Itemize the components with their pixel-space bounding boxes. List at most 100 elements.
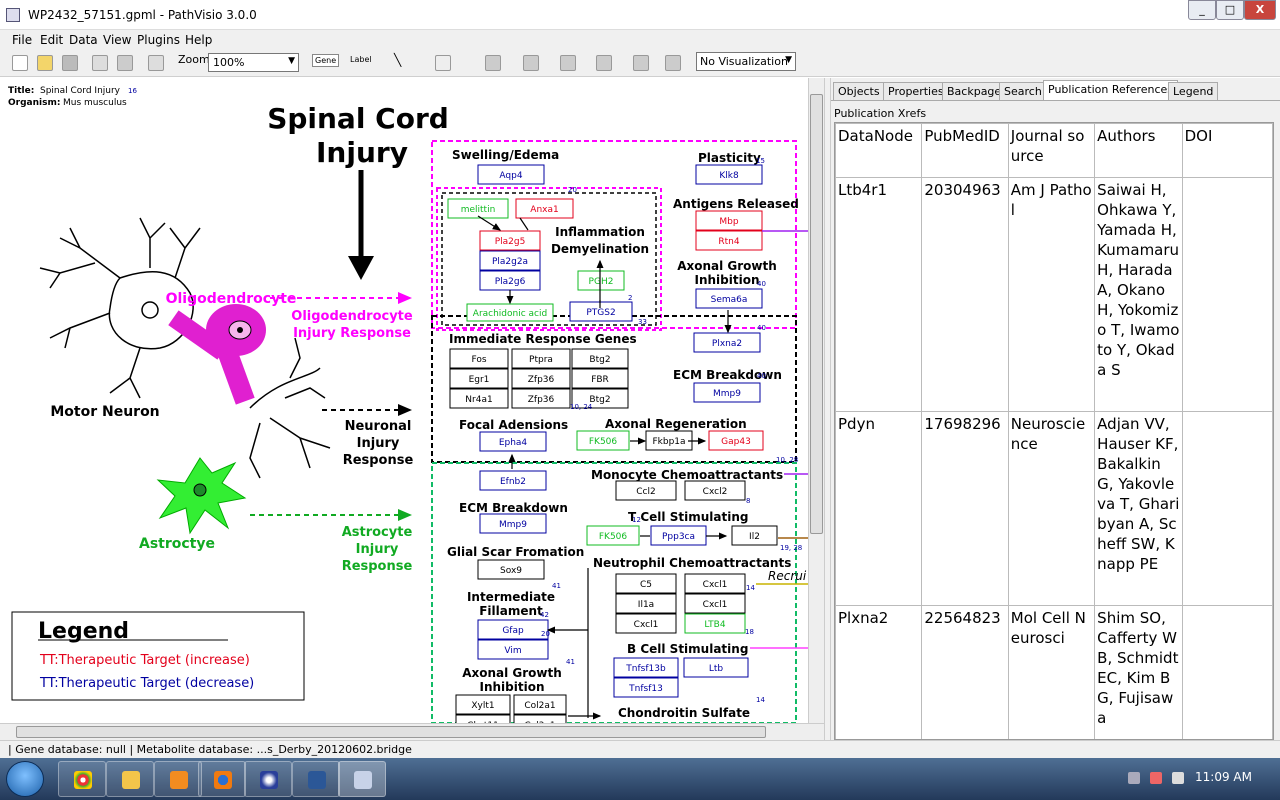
taskbar-media-player[interactable] — [154, 761, 202, 797]
menu-plugins[interactable]: Plugins — [137, 33, 180, 47]
canvas-horizontal-scrollbar[interactable] — [0, 723, 824, 740]
gene-node-fbr[interactable]: FBR — [571, 368, 629, 389]
line-icon[interactable]: ╲ — [394, 53, 402, 67]
undo-icon[interactable] — [148, 55, 164, 71]
align-center-icon[interactable] — [485, 55, 501, 71]
table-row[interactable]: Ltb4r1 20304963 Am J Pathol Saiwai H, Oh… — [835, 177, 1273, 412]
gene-node-btg2a[interactable]: Btg2 — [571, 348, 629, 369]
tab-properties[interactable]: Properties — [883, 82, 949, 100]
column-header-doi[interactable]: DOI — [1181, 123, 1273, 178]
pathway-canvas[interactable]: Title: Spinal Cord Injury 16 Organism: M… — [0, 78, 808, 723]
gene-node-ptgs2[interactable]: PTGS2 — [569, 301, 633, 322]
pane-splitter[interactable] — [824, 78, 831, 740]
gene-node-sox9[interactable]: Sox9 — [477, 559, 545, 580]
gene-node-pla2g6[interactable]: Pla2g6 — [479, 270, 541, 291]
gene-node-mmp9a[interactable]: Mmp9 — [693, 382, 761, 403]
gene-node-arachidonic[interactable]: Arachidonic acid — [466, 303, 554, 322]
gene-icon[interactable]: Gene — [312, 54, 340, 67]
align-middle-icon[interactable] — [523, 55, 539, 71]
gene-node-vim[interactable]: Vim — [477, 639, 549, 660]
table-row[interactable]: Plxna2 22564823 Mol Cell Neurosci Shim S… — [835, 605, 1273, 739]
zoom-select[interactable]: 100%▼ — [208, 53, 299, 72]
start-button[interactable] — [6, 761, 44, 797]
gene-node-cxcl1a[interactable]: Cxcl1 — [684, 573, 746, 594]
gene-node-btg2b[interactable]: Btg2 — [571, 388, 629, 409]
menu-data[interactable]: Data — [69, 33, 98, 47]
menu-file[interactable]: File — [12, 33, 33, 47]
menu-view[interactable]: View — [103, 33, 132, 47]
gene-node-fk506b[interactable]: FK506 — [586, 525, 640, 546]
tab-publication-references[interactable]: Publication References — [1043, 80, 1178, 100]
gene-node-rtn4[interactable]: Rtn4 — [695, 230, 763, 251]
volume-icon[interactable] — [1150, 772, 1162, 784]
gene-node-gap43[interactable]: Gap43 — [708, 430, 764, 451]
layer-icon[interactable] — [633, 55, 649, 71]
gene-node-cxcl2a[interactable]: Cxcl2 — [684, 480, 746, 501]
taskbar-chrome[interactable] — [58, 761, 106, 797]
canvas-vertical-scrollbar[interactable] — [808, 78, 824, 723]
taskbar-clock[interactable]: 11:09 AM — [1195, 770, 1252, 784]
gene-node-pla2g2a[interactable]: Pla2g2a — [479, 250, 541, 271]
menu-edit[interactable]: Edit — [40, 33, 64, 47]
tab-objects[interactable]: Objects — [833, 82, 885, 100]
taskbar-pathvisio[interactable] — [338, 761, 386, 797]
save-icon[interactable] — [62, 55, 78, 71]
gene-node-ccl2[interactable]: Ccl2 — [615, 480, 677, 501]
gene-node-xylt1[interactable]: Xylt1 — [455, 694, 511, 715]
gene-node-il2[interactable]: Il2 — [731, 525, 778, 546]
taskbar-explorer[interactable] — [106, 761, 154, 797]
gene-node-epha4[interactable]: Epha4 — [479, 431, 547, 452]
gene-node-cxcl1c[interactable]: Cxcl1 — [615, 613, 677, 634]
scroll-thumb[interactable] — [16, 726, 766, 738]
tab-search[interactable]: Search — [999, 82, 1047, 100]
gene-node-tnfsf13[interactable]: Tnfsf13 — [613, 677, 679, 698]
tab-backpage[interactable]: Backpage — [942, 82, 1007, 100]
taskbar-word[interactable] — [292, 761, 340, 797]
gene-node-sema6a[interactable]: Sema6a — [695, 288, 763, 309]
gene-node-ltb[interactable]: Ltb — [683, 657, 749, 678]
gene-node-il1a[interactable]: Il1a — [615, 593, 677, 614]
column-header-authors[interactable]: Authors — [1094, 123, 1183, 178]
close-button[interactable]: X — [1244, 0, 1276, 20]
taskbar-globe[interactable] — [244, 761, 292, 797]
gene-node-fkbp1a[interactable]: Fkbp1a — [645, 430, 693, 451]
scroll-thumb[interactable] — [810, 94, 823, 534]
network-icon[interactable] — [1172, 772, 1184, 784]
connector-icon[interactable] — [435, 55, 451, 71]
gene-node-nr4a1[interactable]: Nr4a1 — [449, 388, 509, 409]
new-file-icon[interactable] — [12, 55, 28, 71]
gene-node-plxna2[interactable]: Plxna2 — [693, 332, 761, 353]
gene-node-melittin[interactable]: melittin — [447, 198, 509, 219]
column-header-datanode[interactable]: DataNode — [835, 123, 923, 178]
gene-node-c5[interactable]: C5 — [615, 573, 677, 594]
column-header-journal[interactable]: Journal source — [1007, 123, 1096, 178]
gene-node-mmp9b[interactable]: Mmp9 — [479, 513, 547, 534]
gene-node-fos[interactable]: Fos — [449, 348, 509, 369]
tray-arrow-icon[interactable] — [1128, 772, 1140, 784]
paste-icon[interactable] — [117, 55, 133, 71]
label-icon[interactable]: Label — [350, 55, 372, 64]
table-row[interactable]: Pdyn 17698296 Neuroscience Adjan VV, Hau… — [835, 411, 1273, 606]
gene-node-fk506a[interactable]: FK506 — [576, 430, 630, 451]
gene-node-chst11[interactable]: Chst11 — [455, 714, 511, 723]
minimize-button[interactable]: _ — [1188, 0, 1216, 20]
visualization-select[interactable]: No Visualization▼ — [696, 52, 796, 71]
gene-node-gfap[interactable]: Gfap — [477, 619, 549, 640]
gene-node-mbp[interactable]: Mbp — [695, 210, 763, 231]
gene-node-pgh2[interactable]: PGH2 — [577, 270, 625, 291]
gene-node-tnfsf13b[interactable]: Tnfsf13b — [613, 657, 679, 678]
gene-node-zfp36a[interactable]: Zfp36 — [511, 368, 571, 389]
gene-node-ptpra[interactable]: Ptpra — [511, 348, 571, 369]
gene-node-ltb4[interactable]: LTB4 — [684, 613, 746, 634]
menu-help[interactable]: Help — [185, 33, 213, 47]
gene-node-zfp36b[interactable]: Zfp36 — [511, 388, 571, 409]
taskbar-firefox[interactable] — [198, 761, 246, 797]
gene-node-efnb2[interactable]: Efnb2 — [479, 470, 547, 491]
gene-node-col3a1[interactable]: Col3a1 — [513, 714, 567, 723]
gene-node-col2a1[interactable]: Col2a1 — [513, 694, 567, 715]
gene-node-pla2g5[interactable]: Pla2g5 — [479, 230, 541, 251]
gene-node-klk8[interactable]: Klk8 — [695, 164, 763, 185]
open-folder-icon[interactable] — [37, 55, 53, 71]
stack-icon[interactable] — [560, 55, 576, 71]
gene-node-ppp3ca[interactable]: Ppp3ca — [650, 525, 707, 546]
